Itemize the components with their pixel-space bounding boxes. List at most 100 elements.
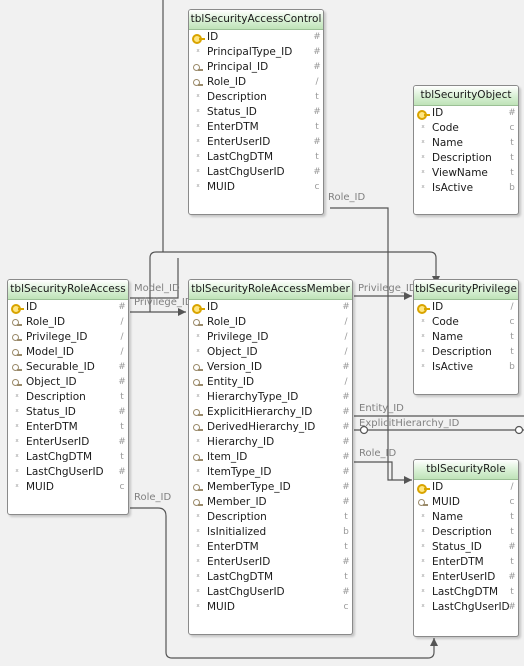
column-type-icon: c bbox=[509, 123, 515, 133]
column-row[interactable]: Role_ID/ bbox=[8, 315, 128, 330]
column-row[interactable]: Model_ID/ bbox=[8, 345, 128, 360]
column-name: MemberType_ID bbox=[207, 481, 291, 493]
table-tblsecurityroleaccessmember[interactable]: tblSecurityRoleAccessMember ID#Role_ID/ˣ… bbox=[188, 279, 353, 635]
column-type-icon: c bbox=[119, 482, 125, 492]
column-row[interactable]: ExplicitHierarchy_ID# bbox=[189, 405, 352, 420]
column-row[interactable]: Member_ID# bbox=[189, 495, 352, 510]
column-row[interactable]: ID/ bbox=[414, 300, 518, 315]
column-type-icon: t bbox=[510, 527, 514, 537]
table-title[interactable]: tblSecurityObject bbox=[414, 86, 518, 106]
nullable-marker-icon: ˣ bbox=[15, 393, 19, 403]
column-row[interactable]: ID# bbox=[8, 300, 128, 315]
table-title[interactable]: tblSecurityRoleAccess bbox=[8, 280, 128, 300]
column-name: Description bbox=[432, 526, 492, 538]
column-row[interactable]: Privilege_ID/ bbox=[8, 330, 128, 345]
column-row[interactable]: ID# bbox=[189, 300, 352, 315]
column-row[interactable]: Role_ID/ bbox=[189, 315, 352, 330]
column-type-icon: # bbox=[313, 167, 321, 177]
column-row[interactable]: Securable_ID# bbox=[8, 360, 128, 375]
column-name: Hierarchy_ID bbox=[207, 436, 275, 448]
table-title[interactable]: tblSecurityRole bbox=[414, 460, 518, 480]
column-row[interactable]: Principal_ID# bbox=[189, 60, 323, 75]
column-name: Item_ID bbox=[207, 451, 248, 463]
nullable-marker-icon: ˣ bbox=[15, 438, 19, 448]
column-type-icon: # bbox=[342, 362, 350, 372]
column-name: Name bbox=[432, 331, 463, 343]
index-key-icon bbox=[191, 480, 205, 495]
column-row[interactable]: ID/ bbox=[414, 480, 518, 495]
column-row[interactable]: MemberType_ID# bbox=[189, 480, 352, 495]
column-row[interactable]: Role_ID/ bbox=[189, 75, 323, 90]
column-name: MUID bbox=[207, 181, 235, 193]
nullable-marker-icon: ˣ bbox=[421, 603, 425, 613]
table-title[interactable]: tblSecurityAccessControl bbox=[189, 10, 323, 30]
column-row[interactable]: ID# bbox=[189, 30, 323, 45]
column-name: Description bbox=[26, 391, 86, 403]
column-row[interactable]: Version_ID# bbox=[189, 360, 352, 375]
table-tblsecurityroleaccess[interactable]: tblSecurityRoleAccess ID#Role_ID/Privile… bbox=[7, 279, 129, 515]
column-name: LastChgDTM bbox=[207, 151, 274, 163]
table-title[interactable]: tblSecurityPrivilege bbox=[414, 280, 518, 300]
column-row[interactable]: ID# bbox=[414, 106, 518, 121]
column-row[interactable]: Entity_ID/ bbox=[189, 375, 352, 390]
nullable-marker-icon: ˣ bbox=[196, 333, 200, 343]
column-row[interactable]: Item_ID# bbox=[189, 450, 352, 465]
column-row[interactable]: DerivedHierarchy_ID# bbox=[189, 420, 352, 435]
column-row[interactable]: Object_ID# bbox=[8, 375, 128, 390]
index-key-icon bbox=[191, 495, 205, 510]
table-title[interactable]: tblSecurityRoleAccessMember bbox=[189, 280, 352, 300]
column-name: LastChgUserID bbox=[26, 466, 104, 478]
column-type-icon: # bbox=[313, 137, 321, 147]
column-name: Model_ID bbox=[26, 346, 74, 358]
column-name: Securable_ID bbox=[26, 361, 95, 373]
